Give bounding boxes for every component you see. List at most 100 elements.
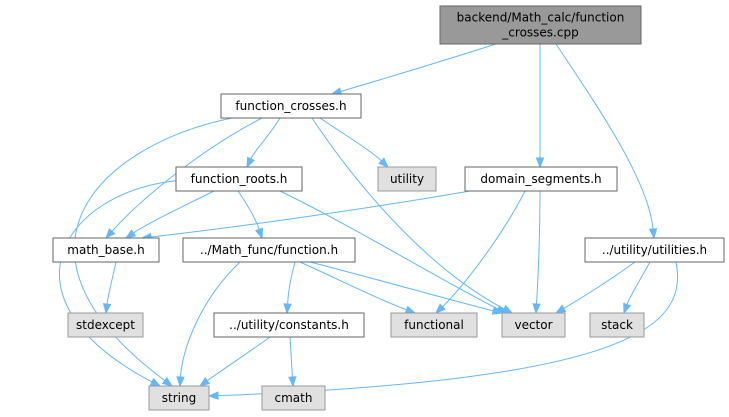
edge-arrowhead	[491, 306, 504, 315]
edge-arrowhead	[404, 305, 417, 314]
nodes-layer: backend/Math_calc/function_crosses.cppfu…	[52, 5, 725, 411]
node-label: _crosses.cpp	[501, 26, 578, 40]
edge-line	[217, 261, 679, 397]
edge-arrowhead	[124, 229, 137, 239]
edge-arrowhead	[283, 303, 292, 315]
edge-line	[250, 117, 281, 160]
node-label: math_base.h	[67, 243, 144, 257]
edge-arrowhead	[554, 304, 567, 314]
node-label: ../utility/utilities.h	[602, 243, 707, 257]
node-box	[584, 237, 725, 263]
edge-constants-to-string	[198, 336, 271, 387]
node-box	[148, 385, 210, 411]
edge-utilities-to-vector	[554, 261, 636, 314]
edge-line	[442, 190, 526, 308]
edge-function_h-to-string	[176, 261, 241, 388]
node-cmath: cmath	[261, 385, 326, 411]
node-box	[175, 166, 303, 192]
edge-function_crosses-to-function_roots	[246, 117, 281, 169]
node-function-h[interactable]: ../Math_func/function.h	[182, 237, 356, 263]
edge-root-to-utilities	[555, 43, 658, 240]
node-function-roots[interactable]: function_roots.h	[175, 166, 303, 192]
node-box	[377, 166, 437, 192]
node-label: function_roots.h	[191, 172, 288, 186]
edge-utilities-to-stack	[623, 261, 651, 315]
edge-utilities-to-string	[207, 261, 679, 400]
node-box	[261, 385, 326, 411]
edge-line	[106, 261, 117, 305]
edge-function_h-to-constants	[283, 261, 296, 315]
node-root[interactable]: backend/Math_calc/function_crosses.cpp	[439, 5, 642, 45]
node-functional: functional	[390, 312, 478, 338]
node-function-crosses[interactable]: function_crosses.h	[220, 93, 362, 119]
node-box	[589, 312, 645, 338]
edge-arrowhead	[102, 303, 112, 315]
edge-arrowhead	[105, 228, 116, 240]
edge-arrowhead	[378, 157, 390, 168]
node-box	[52, 237, 160, 263]
edge-domain_segments-to-vector	[532, 190, 541, 315]
edge-line	[626, 261, 651, 305]
node-stdexcept: stdexcept	[67, 312, 144, 338]
node-label: stack	[601, 318, 633, 332]
node-label: function_crosses.h	[235, 99, 346, 113]
edge-line	[289, 336, 293, 378]
node-string: string	[148, 385, 210, 411]
node-utility: utility	[377, 166, 437, 192]
node-label: stdexcept	[76, 318, 135, 332]
edges-layer	[59, 43, 679, 400]
node-box	[220, 93, 362, 119]
edge-arrowhead	[648, 228, 658, 240]
edge-line	[287, 261, 296, 305]
edge-function_crosses-to-math_base	[105, 117, 263, 240]
node-box	[464, 166, 618, 192]
edge-arrowhead	[246, 156, 255, 169]
edge-line	[309, 261, 494, 312]
edge-arrowhead	[254, 227, 264, 240]
edge-arrowhead	[288, 376, 297, 388]
edge-arrowhead	[532, 303, 541, 315]
node-utilities[interactable]: ../utility/utilities.h	[584, 237, 725, 263]
node-box	[390, 312, 478, 338]
node-box	[439, 5, 642, 45]
node-label: utility	[390, 172, 424, 186]
edge-line	[111, 117, 263, 232]
edge-line	[237, 190, 260, 230]
node-label: vector	[514, 318, 552, 332]
edge-function_crosses-to-vector	[311, 117, 514, 314]
node-constants[interactable]: ../utility/constants.h	[213, 312, 365, 338]
edge-function_h-to-vector	[309, 261, 504, 315]
edge-line	[279, 190, 499, 310]
edge-constants-to-cmath	[288, 336, 297, 388]
edge-line	[59, 179, 184, 383]
node-label: backend/Math_calc/function	[457, 11, 625, 25]
node-box	[213, 312, 365, 338]
edge-function_roots-to-string	[59, 179, 184, 387]
edge-line	[150, 190, 471, 238]
node-label: domain_segments.h	[480, 172, 601, 186]
edge-line	[319, 117, 382, 162]
edge-root-to-function_crosses	[330, 43, 497, 96]
edge-math_base-to-stdexcept	[102, 261, 117, 315]
node-label: ../utility/constants.h	[229, 318, 349, 332]
node-math-base[interactable]: math_base.h	[52, 237, 160, 263]
node-vector: vector	[501, 312, 566, 338]
edge-line	[555, 43, 654, 230]
edge-line	[133, 190, 215, 234]
node-label: functional	[404, 318, 464, 332]
edge-arrowhead	[535, 157, 545, 169]
edge-line	[536, 190, 541, 305]
node-stack: stack	[589, 312, 645, 338]
edge-domain_segments-to-functional	[435, 190, 526, 314]
edge-arrowhead	[149, 377, 162, 387]
node-label: cmath	[275, 391, 313, 405]
edge-arrowhead	[176, 376, 185, 388]
node-domain-segments[interactable]: domain_segments.h	[464, 166, 618, 192]
edge-line	[299, 261, 407, 311]
edge-line	[311, 117, 505, 310]
node-label: string	[162, 391, 196, 405]
edge-line	[563, 261, 636, 309]
edge-arrowhead	[435, 303, 446, 314]
edge-function_crosses-to-utility	[319, 117, 390, 168]
